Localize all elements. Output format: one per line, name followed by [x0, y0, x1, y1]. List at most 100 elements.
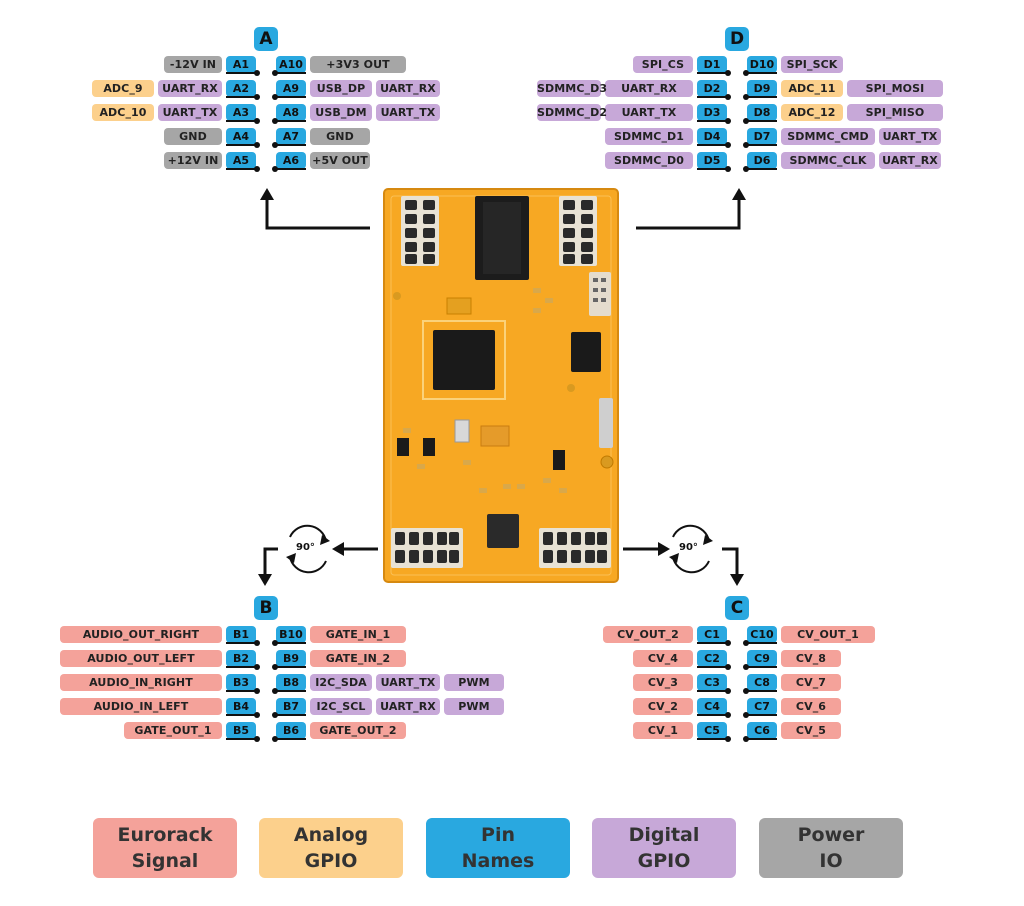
- pin-dot: [272, 118, 278, 124]
- pin-b10[interactable]: B10: [276, 626, 306, 644]
- pin-function-label: GATE_OUT_1: [124, 722, 222, 739]
- pin-d2[interactable]: D2: [697, 80, 727, 98]
- pin-d4[interactable]: D4: [697, 128, 727, 146]
- pin-function-label: ADC_10: [92, 104, 154, 121]
- pin-dot: [725, 736, 731, 742]
- pin-function-label: SDMMC_D3: [537, 80, 608, 97]
- pin-b9[interactable]: B9: [276, 650, 306, 668]
- pin-b3[interactable]: B3: [226, 674, 256, 692]
- pin-c8[interactable]: C8: [747, 674, 777, 692]
- daisy-board-illustration: [383, 188, 619, 583]
- legend-pin-names: Pin Names: [426, 818, 570, 878]
- pin-function-label: UART_TX: [376, 674, 440, 691]
- pin-c4[interactable]: C4: [697, 698, 727, 716]
- pin-dot: [743, 712, 749, 718]
- pin-b5[interactable]: B5: [226, 722, 256, 740]
- pin-dot: [254, 640, 260, 646]
- pin-dot: [725, 688, 731, 694]
- pin-dot: [743, 166, 749, 172]
- pin-function-label: AUDIO_IN_LEFT: [60, 698, 222, 715]
- pin-dot: [254, 142, 260, 148]
- pin-d5[interactable]: D5: [697, 152, 727, 170]
- pin-function-label: ADC_12: [781, 104, 843, 121]
- arrowhead-a: [260, 188, 274, 200]
- pin-function-label: SDMMC_D2: [537, 104, 608, 121]
- arrowhead-b: [258, 574, 272, 586]
- pin-dot: [272, 166, 278, 172]
- arrowhead-c: [730, 574, 744, 586]
- pin-a6[interactable]: A6: [276, 152, 306, 170]
- pin-c3[interactable]: C3: [697, 674, 727, 692]
- pin-b8[interactable]: B8: [276, 674, 306, 692]
- pin-c2[interactable]: C2: [697, 650, 727, 668]
- pin-dot: [725, 94, 731, 100]
- pin-a7[interactable]: A7: [276, 128, 306, 146]
- pin-b7[interactable]: B7: [276, 698, 306, 716]
- pin-c1[interactable]: C1: [697, 626, 727, 644]
- pin-d7[interactable]: D7: [747, 128, 777, 146]
- pin-b6[interactable]: B6: [276, 722, 306, 740]
- pin-dot: [743, 142, 749, 148]
- pin-c6[interactable]: C6: [747, 722, 777, 740]
- legend-digital-line2: GPIO: [637, 850, 691, 872]
- pin-function-label: GATE_IN_1: [310, 626, 406, 643]
- pin-c10[interactable]: C10: [747, 626, 777, 644]
- arrowhead-rot-b: [332, 542, 344, 556]
- pin-dot: [725, 118, 731, 124]
- pin-dot: [725, 712, 731, 718]
- pin-function-label: +3V3 OUT: [310, 56, 406, 73]
- group-a-header: A: [254, 27, 278, 51]
- pin-dot: [725, 664, 731, 670]
- pin-function-label: I2C_SDA: [310, 674, 372, 691]
- pin-dot: [272, 142, 278, 148]
- pin-function-label: CV_2: [633, 698, 693, 715]
- pin-d1[interactable]: D1: [697, 56, 727, 74]
- pin-function-label: +5V OUT: [310, 152, 370, 169]
- legend-power-io: Power IO: [759, 818, 903, 878]
- pin-function-label: CV_7: [781, 674, 841, 691]
- pin-function-label: GATE_OUT_2: [310, 722, 406, 739]
- pin-b2[interactable]: B2: [226, 650, 256, 668]
- pin-b1[interactable]: B1: [226, 626, 256, 644]
- pin-a2[interactable]: A2: [226, 80, 256, 98]
- pin-d9[interactable]: D9: [747, 80, 777, 98]
- pin-function-label: UART_TX: [879, 128, 941, 145]
- pin-function-label: CV_OUT_2: [603, 626, 693, 643]
- pin-function-label: AUDIO_OUT_LEFT: [60, 650, 222, 667]
- pin-function-label: USB_DM: [310, 104, 372, 121]
- pin-dot: [743, 70, 749, 76]
- pin-a1[interactable]: A1: [226, 56, 256, 74]
- pin-function-label: CV_8: [781, 650, 841, 667]
- pin-a4[interactable]: A4: [226, 128, 256, 146]
- pin-function-label: UART_RX: [879, 152, 941, 169]
- pin-d8[interactable]: D8: [747, 104, 777, 122]
- pin-c9[interactable]: C9: [747, 650, 777, 668]
- legend-power-line2: IO: [819, 850, 843, 872]
- pin-function-label: AUDIO_IN_RIGHT: [60, 674, 222, 691]
- pin-a8[interactable]: A8: [276, 104, 306, 122]
- pin-a5[interactable]: A5: [226, 152, 256, 170]
- rotate-icon-b: [289, 524, 327, 574]
- pin-dot: [272, 712, 278, 718]
- pin-a9[interactable]: A9: [276, 80, 306, 98]
- pin-dot: [254, 712, 260, 718]
- arrowhead-rot-c: [658, 542, 670, 556]
- pin-a3[interactable]: A3: [226, 104, 256, 122]
- pin-dot: [743, 640, 749, 646]
- pin-b4[interactable]: B4: [226, 698, 256, 716]
- rotation-label-b: 90°: [296, 542, 315, 553]
- group-d-header: D: [725, 27, 749, 51]
- pin-d10[interactable]: D10: [747, 56, 777, 74]
- pin-dot: [254, 94, 260, 100]
- pin-c5[interactable]: C5: [697, 722, 727, 740]
- pin-function-label: GND: [310, 128, 370, 145]
- pin-function-label: PWM: [444, 698, 504, 715]
- pin-dot: [254, 736, 260, 742]
- pin-d3[interactable]: D3: [697, 104, 727, 122]
- pin-a10[interactable]: A10: [276, 56, 306, 74]
- pin-c7[interactable]: C7: [747, 698, 777, 716]
- pin-function-label: AUDIO_OUT_RIGHT: [60, 626, 222, 643]
- pin-d6[interactable]: D6: [747, 152, 777, 170]
- pin-function-label: GND: [164, 128, 222, 145]
